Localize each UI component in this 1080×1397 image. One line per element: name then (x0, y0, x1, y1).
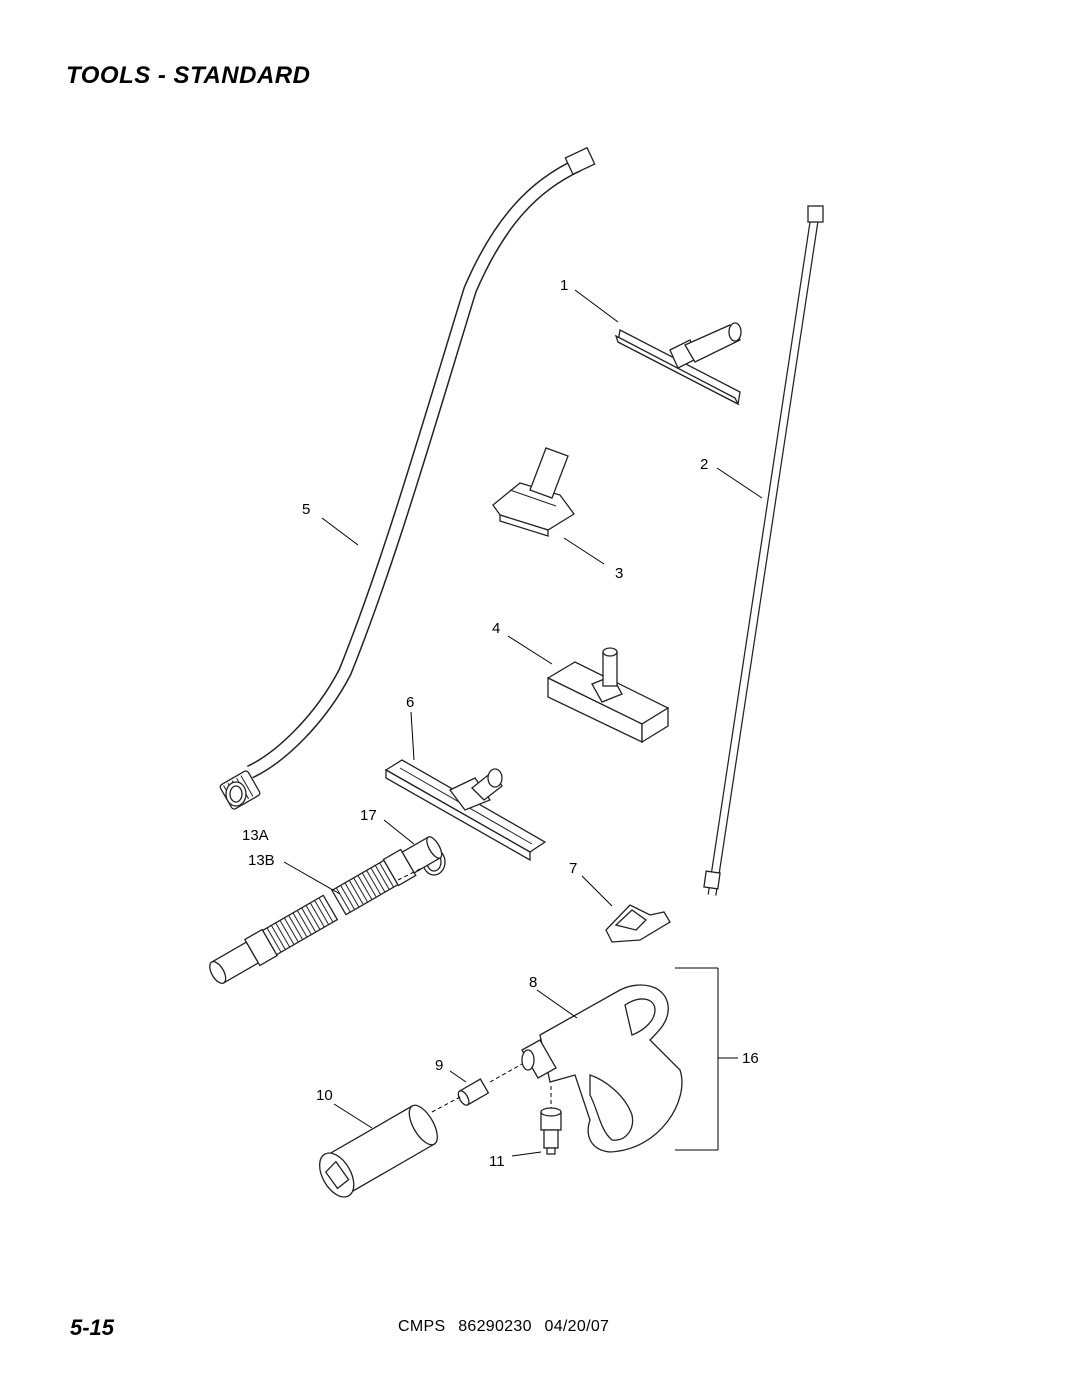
part-3-upholstery-nozzle (492, 447, 575, 537)
page-number: 5-15 (70, 1315, 115, 1340)
callout-4: 4 (492, 620, 500, 637)
footer-date: 04/20/07 (544, 1318, 610, 1335)
callout-8: 8 (529, 974, 537, 991)
callout-10: 10 (316, 1087, 333, 1104)
part-2-straight-wand (703, 205, 824, 896)
footer: CMPS 86290230 04/20/07 (398, 1318, 617, 1336)
footer-doc: CMPS (398, 1318, 446, 1335)
callout-3: 3 (615, 565, 623, 582)
callout-9: 9 (435, 1057, 443, 1074)
part-8-spray-gun (521, 984, 683, 1153)
part-4-floor-tool (546, 647, 670, 744)
callout-labels: 1 2 3 4 5 6 7 8 9 10 11 13A 13B 16 17 (242, 277, 759, 1170)
part-1-squeegee (614, 322, 742, 406)
callout-11: 11 (489, 1153, 505, 1170)
callout-5: 5 (302, 501, 310, 518)
callout-2: 2 (700, 456, 708, 473)
part-5-curved-wand (219, 146, 596, 810)
footer-part-no: 86290230 (458, 1318, 532, 1335)
page-title: TOOLS - STANDARD (66, 62, 311, 89)
callout-1: 1 (560, 277, 568, 294)
part-9-adapter (457, 1078, 490, 1106)
callout-17: 17 (360, 807, 377, 824)
part-11-nozzle-tip (540, 1107, 562, 1155)
callout-13a: 13A (242, 827, 269, 844)
part-6-wide-floor-tool (384, 759, 547, 862)
part-10-cylinder (318, 1104, 438, 1198)
callout-16: 16 (742, 1050, 759, 1067)
callout-7: 7 (569, 860, 577, 877)
callout-13b: 13B (248, 852, 275, 869)
leader-lines (283, 289, 763, 1157)
part-13-flex-hose (209, 836, 443, 984)
part-7-nozzle-insert (605, 904, 671, 943)
callout-6: 6 (406, 694, 414, 711)
